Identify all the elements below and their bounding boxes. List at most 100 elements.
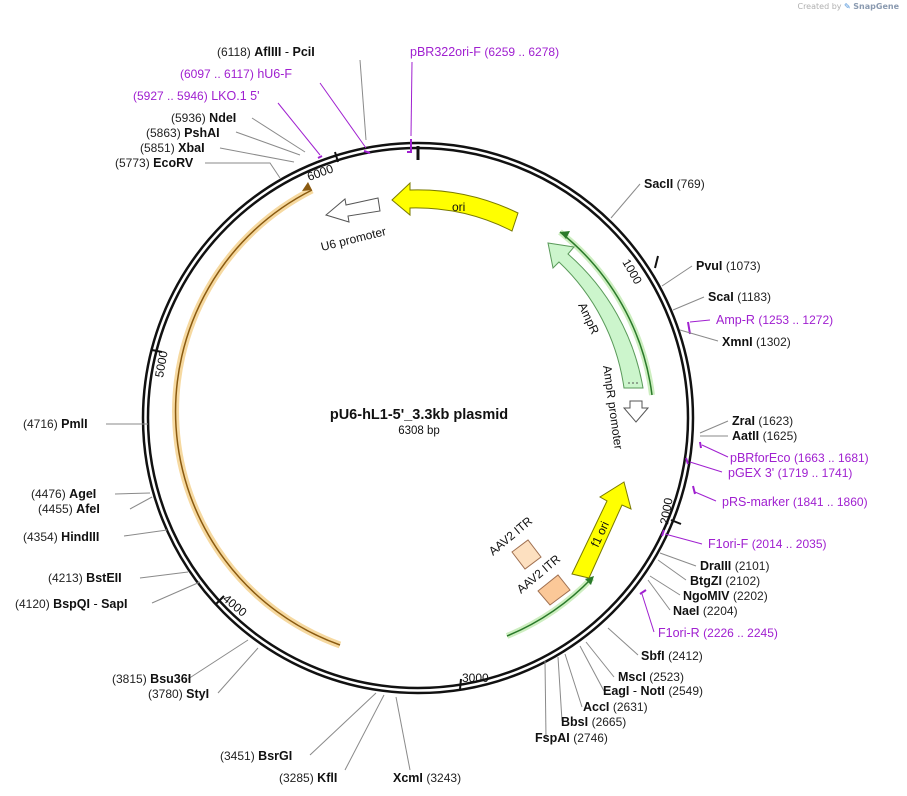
site-label-pmli[interactable]: (4716) PmlI (23, 417, 88, 431)
primer-label-lko1-5[interactable]: (5927 .. 5946) LKO.1 5' (133, 89, 259, 103)
svg-text:(5773) EcoRV: (5773) EcoRV (115, 156, 194, 170)
aav2-itr-2-box[interactable] (537, 574, 571, 606)
site-label-ndei[interactable]: (5936) NdeI (171, 111, 236, 125)
site-label-ecorv[interactable]: (5773) EcoRV (115, 156, 194, 170)
primer-range: (1253 .. 1272) (758, 313, 833, 327)
site-label-naei[interactable]: NaeI (2204) (673, 604, 738, 618)
svg-text:F1ori-R (2226 .. 2245): F1ori-R (2226 .. 2245) (658, 626, 778, 640)
site-label-aatii[interactable]: AatII (1625) (732, 429, 797, 443)
site-label-afei[interactable]: (4455) AfeI (38, 502, 100, 516)
site-name: AccI (583, 700, 609, 714)
site-pos: (1623) (758, 414, 793, 428)
svg-text:ZraI (1623): ZraI (1623) (732, 414, 793, 428)
green-track-top-line (559, 231, 653, 396)
svg-text:NgoMIV (2202): NgoMIV (2202) (683, 589, 768, 603)
site-label-zrai[interactable]: ZraI (1623) (732, 414, 793, 428)
svg-text:(5936) NdeI: (5936) NdeI (171, 111, 236, 125)
site-name: BsrGI (258, 749, 292, 763)
primer-label-pbrforeco[interactable]: pBRforEco (1663 .. 1681) (730, 451, 869, 465)
primer-label-pgex[interactable]: pGEX 3' (1719 .. 1741) (728, 466, 852, 480)
primer-name: F1ori-R (658, 626, 700, 640)
site-name: KflI (317, 771, 337, 785)
site-name: NdeI (209, 111, 236, 125)
f1-ori-arrow[interactable] (571, 481, 632, 579)
site-label-afliii-pcii[interactable]: (6118) AflIII - PciI (217, 45, 315, 59)
ampr-arrow[interactable] (547, 242, 644, 389)
site-pos: (3815) (112, 672, 147, 686)
svg-text:(5863) PshAI: (5863) PshAI (146, 126, 220, 140)
primer-name: Amp-R (716, 313, 755, 327)
site-pos: (2101) (735, 559, 770, 573)
site-pos: (2631) (613, 700, 648, 714)
feature-ori[interactable]: ori (391, 181, 519, 232)
site-label-xbai[interactable]: (5851) XbaI (140, 141, 205, 155)
site-label-bbsi[interactable]: BbsI (2665) (561, 715, 626, 729)
primer-label-hu6-f[interactable]: (6097 .. 6117) hU6-F (180, 67, 292, 81)
site-pos: (4716) (23, 417, 58, 431)
site-name: BspQI (53, 597, 90, 611)
site-pos: (2412) (668, 649, 703, 663)
feature-u6-promoter[interactable]: U6 promoter (319, 197, 387, 254)
site-label-ngomiv[interactable]: NgoMIV (2202) (683, 589, 768, 603)
primer-name: pBR322ori-F (410, 45, 481, 59)
site-pos: (5936) (171, 111, 206, 125)
site-label-kfli[interactable]: (3285) KflI (279, 771, 337, 785)
site-name: PshAI (184, 126, 219, 140)
feature-f1-ori[interactable]: f1 ori (571, 481, 632, 579)
site-label-pshai[interactable]: (5863) PshAI (146, 126, 220, 140)
site-label-scai[interactable]: ScaI (1183) (708, 290, 771, 304)
svg-text:pGEX 3' (1719 .. 1741): pGEX 3' (1719 .. 1741) (728, 466, 852, 480)
site-label-bsteii[interactable]: (4213) BstEII (48, 571, 122, 585)
site-label-hindiii[interactable]: (4354) HindIII (23, 530, 99, 544)
site-label-agei[interactable]: (4476) AgeI (31, 487, 96, 501)
site-name: HindIII (61, 530, 99, 544)
primer-name: pGEX 3' (728, 466, 774, 480)
tick-6000 (334, 151, 339, 163)
site-label-eagi-noti[interactable]: EagI - NotI (2549) (603, 684, 703, 698)
svg-text:AatII (1625): AatII (1625) (732, 429, 797, 443)
site-label-bsrgi[interactable]: (3451) BsrGI (220, 749, 292, 763)
watermark: Created by ✎ SnapGene (797, 2, 899, 11)
primer-name: LKO.1 5' (211, 89, 259, 103)
site-label-acci[interactable]: AccI (2631) (583, 700, 648, 714)
site-pos: (4476) (31, 487, 66, 501)
primer-label-pbr322ori-f[interactable]: pBR322ori-F (6259 .. 6278) (410, 45, 559, 59)
site-label-btgzi[interactable]: BtgZI (2102) (690, 574, 760, 588)
site-label-sacii[interactable]: SacII (769) (644, 177, 705, 191)
primer-range: (2226 .. 2245) (703, 626, 778, 640)
site-name2: NotI (641, 684, 665, 698)
svg-text:pRS-marker (1841 .. 1860): pRS-marker (1841 .. 1860) (722, 495, 868, 509)
site-label-draiii[interactable]: DraIII (2101) (700, 559, 769, 573)
site-name: BtgZI (690, 574, 722, 588)
site-pos: (3451) (220, 749, 255, 763)
site-name: EagI (603, 684, 629, 698)
site-label-xmni[interactable]: XmnI (1302) (722, 335, 791, 349)
primer-label-f1ori-r[interactable]: F1ori-R (2226 .. 2245) (658, 626, 778, 640)
site-name: AgeI (69, 487, 96, 501)
svg-text:BbsI (2665): BbsI (2665) (561, 715, 626, 729)
orange-track-line (174, 189, 341, 646)
site-label-bspqi-sapi[interactable]: (4120) BspQI - SapI (15, 597, 128, 611)
site-label-styi[interactable]: (3780) StyI (148, 687, 209, 701)
primer-label-amp-r[interactable]: Amp-R (1253 .. 1272) (716, 313, 833, 327)
ori-arrow[interactable] (391, 181, 519, 232)
site-label-sbfi[interactable]: SbfI (2412) (641, 649, 703, 663)
site-name: ZraI (732, 414, 755, 428)
svg-text:PvuI (1073): PvuI (1073) (696, 259, 761, 273)
feature-aav2-itr-1[interactable]: AAV2 ITR (486, 514, 542, 570)
aav2-itr-1-box[interactable] (511, 539, 542, 570)
ampr-promoter-arrow[interactable] (622, 400, 650, 423)
site-label-pvui[interactable]: PvuI (1073) (696, 259, 761, 273)
site-pos: (1183) (737, 290, 771, 304)
svg-text:(3815) Bsu36I: (3815) Bsu36I (112, 672, 191, 686)
site-label-msci[interactable]: MscI (2523) (618, 670, 684, 684)
primer-label-prs-marker[interactable]: pRS-marker (1841 .. 1860) (722, 495, 868, 509)
svg-text:(4120) BspQI - SapI: (4120) BspQI - SapI (15, 597, 128, 611)
site-pos: (4455) (38, 502, 73, 516)
site-label-xcmi[interactable]: XcmI (3243) (393, 771, 461, 785)
site-label-bsu36i[interactable]: (3815) Bsu36I (112, 672, 191, 686)
primer-label-f1ori-f[interactable]: F1ori-F (2014 .. 2035) (708, 537, 826, 551)
site-label-fspai[interactable]: FspAI (2746) (535, 731, 608, 745)
u6-promoter-arrow[interactable] (324, 197, 381, 223)
site-name2: PciI (292, 45, 314, 59)
